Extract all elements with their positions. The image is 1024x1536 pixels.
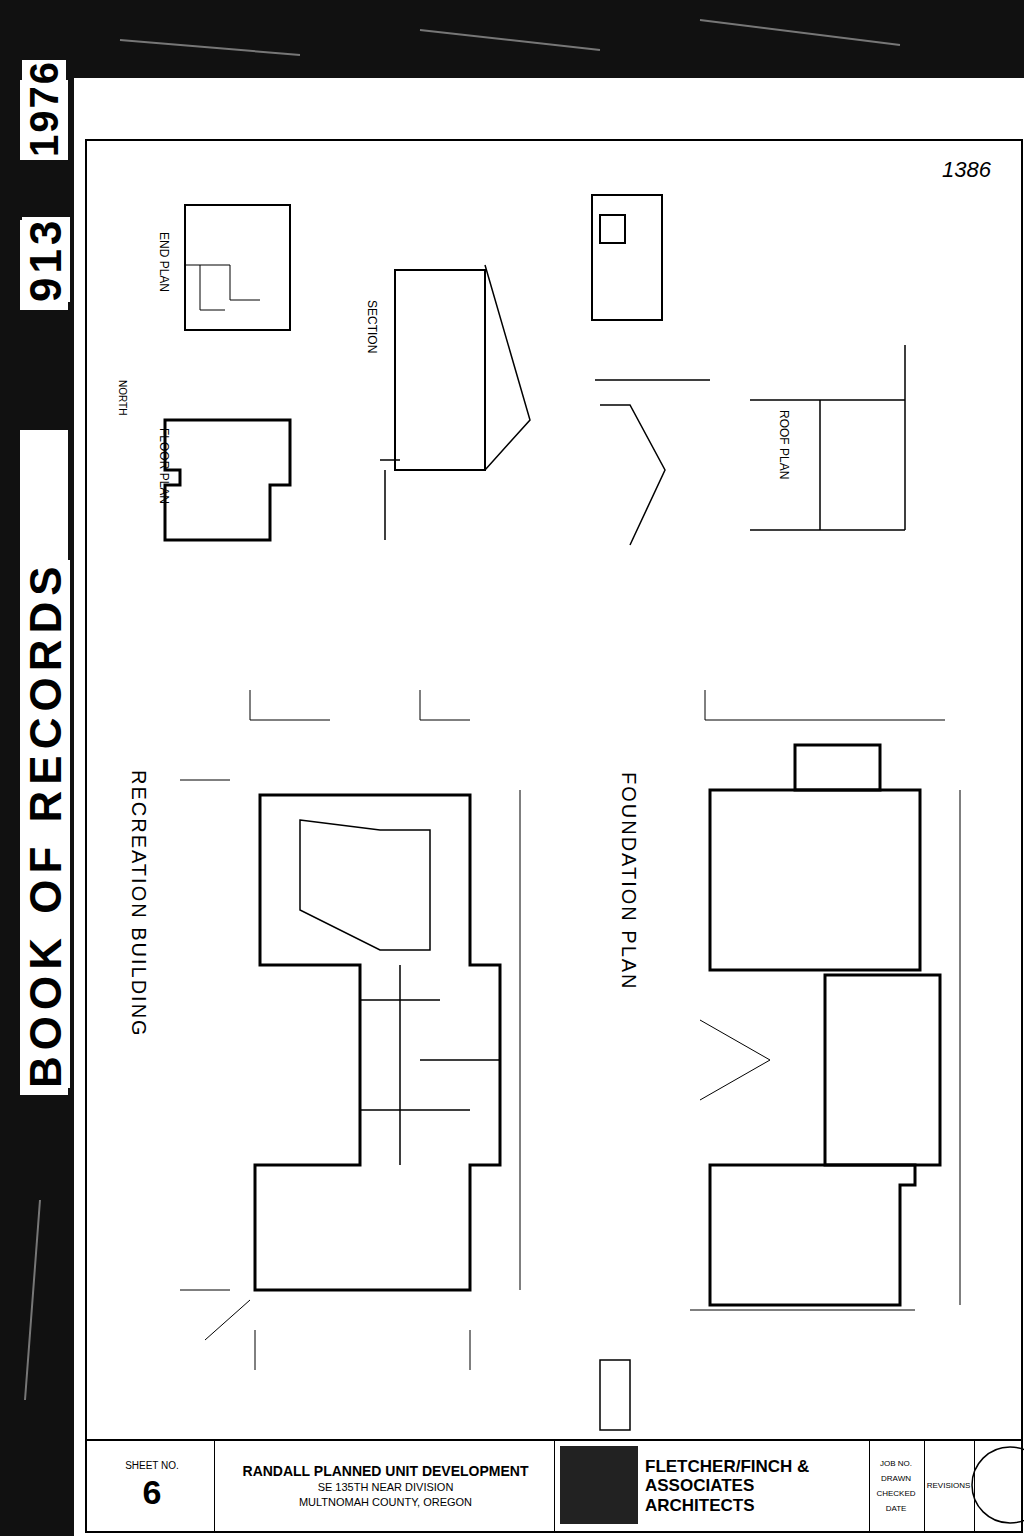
header-detail: [600, 1360, 630, 1430]
architect-logo: [560, 1446, 638, 1524]
registration-stamp: [972, 1447, 1024, 1523]
wall-section: [595, 380, 710, 545]
record-stamp: BOOK OF RECORDS: [22, 560, 70, 1088]
view-title: ROOF PLAN: [777, 410, 790, 479]
page-number: 1386: [942, 158, 991, 182]
dimension-lines: [180, 690, 520, 1370]
title-text: FLETCHER/FINCH & ASSOCIATES ARCHITECTS: [645, 1457, 865, 1516]
title-text: 6: [143, 1473, 162, 1512]
end-plan: [185, 205, 290, 330]
title-block-cell: SHEET NO.6: [90, 1441, 215, 1531]
fireplace-area: [300, 820, 430, 950]
view-title: SECTION: [365, 300, 378, 353]
title-text: SHEET NO.: [125, 1460, 179, 1472]
footing: [825, 975, 940, 1165]
section-roof: [380, 265, 530, 540]
title-block-cell: REVISIONS: [925, 1441, 975, 1531]
section: [395, 270, 485, 470]
scan-edge: [0, 0, 1024, 78]
elevation: [592, 195, 662, 320]
footing: [710, 1165, 915, 1305]
end-plan-fixtures: [185, 265, 260, 310]
sheet-border: [86, 140, 1022, 1532]
title-block-cell: JOB NO. DRAWN CHECKED DATE: [870, 1441, 925, 1531]
footing: [795, 745, 880, 790]
title-block-cell: RANDALL PLANNED UNIT DEVELOPMENT SE 135TH…: [215, 1441, 555, 1531]
title-text: RANDALL PLANNED UNIT DEVELOPMENT: [243, 1463, 529, 1479]
small-drawings: [165, 195, 905, 545]
scan-noise: [25, 20, 900, 1400]
title-text: CHECKED: [876, 1489, 915, 1498]
title-text: SE 135TH NEAR DIVISION: [318, 1481, 454, 1494]
record-stamp: 1976: [22, 60, 66, 157]
record-stamp: 913: [22, 217, 70, 302]
view-title: FOUNDATION PLAN: [618, 772, 640, 991]
title-text: REVISIONS: [927, 1481, 971, 1490]
footing: [710, 790, 920, 970]
view-title: END PLAN: [157, 232, 170, 292]
paper: [74, 78, 1024, 138]
window: [600, 215, 625, 243]
north-arrow-label: NORTH: [117, 380, 128, 415]
title-text: DATE: [886, 1504, 907, 1513]
floor-plan: [165, 420, 290, 540]
recreation-building-plan: [180, 690, 520, 1370]
scan-edge: [0, 0, 74, 1536]
interior-walls: [360, 965, 500, 1165]
title-text: MULTNOMAH COUNTY, OREGON: [299, 1496, 472, 1509]
title-block-cell: FLETCHER/FINCH & ASSOCIATES ARCHITECTS: [555, 1441, 870, 1531]
leader: [205, 1300, 250, 1340]
dimension-lines: [690, 690, 960, 1310]
title-text: JOB NO.: [880, 1459, 912, 1468]
title-text: DRAWN: [881, 1474, 911, 1483]
roof-plan: [750, 345, 905, 530]
building-outline: [255, 795, 500, 1290]
view-title: RECREATION BUILDING: [128, 770, 150, 1038]
view-title: FLOOR PLAN: [157, 428, 170, 504]
foundation-plan: [600, 690, 960, 1430]
